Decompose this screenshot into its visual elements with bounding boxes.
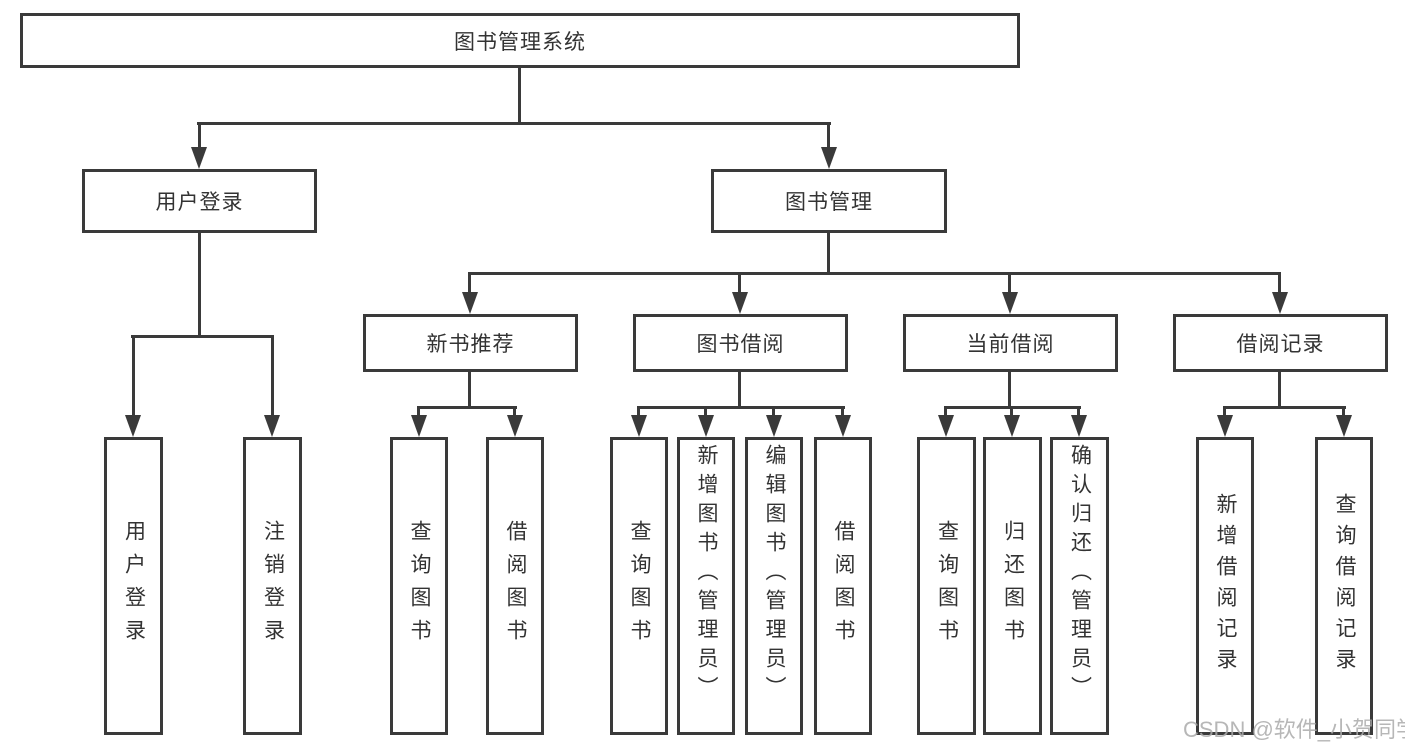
leaf-query-books-current: 查询图书 bbox=[917, 437, 976, 735]
connector-line bbox=[827, 233, 830, 274]
connector-line bbox=[468, 272, 1281, 275]
leaf-add-borrow-record: 新增借阅记录 bbox=[1196, 437, 1254, 735]
leaf-query-borrow-record: 查询借阅记录 bbox=[1315, 437, 1373, 735]
node-label: 借阅图书 bbox=[504, 520, 527, 652]
node-label: 图书借阅 bbox=[696, 333, 785, 356]
connector-line bbox=[468, 372, 471, 408]
connector-line bbox=[198, 233, 201, 335]
connector-line bbox=[1010, 406, 1013, 418]
node-book-borrowing: 图书借阅 bbox=[633, 314, 848, 372]
connector-line bbox=[131, 335, 274, 338]
connector-line bbox=[518, 68, 521, 122]
connector-line bbox=[1008, 372, 1011, 408]
leaf-add-book-admin: 新增图书（管理员） bbox=[677, 437, 735, 735]
connector-line bbox=[637, 406, 845, 409]
csdn-watermark: CSDN @软件_小贺同学 bbox=[1183, 717, 1405, 742]
connector-line bbox=[841, 406, 844, 418]
leaf-return-books: 归还图书 bbox=[983, 437, 1042, 735]
node-label: 图书管理 bbox=[785, 191, 873, 214]
arrow-down-icon bbox=[732, 292, 748, 314]
node-book-management: 图书管理 bbox=[711, 169, 947, 233]
connector-line bbox=[197, 122, 831, 125]
node-label: 当前借阅 bbox=[966, 333, 1055, 356]
arrow-down-icon bbox=[1004, 415, 1020, 437]
arrow-down-icon bbox=[191, 147, 207, 169]
arrow-down-icon bbox=[125, 415, 141, 437]
arrow-down-icon bbox=[1071, 415, 1087, 437]
node-borrowing-records: 借阅记录 bbox=[1173, 314, 1388, 372]
connector-line bbox=[1223, 406, 1346, 409]
leaf-edit-book-admin: 编辑图书（管理员） bbox=[745, 437, 803, 735]
node-label: 新增图书（管理员） bbox=[695, 444, 718, 705]
node-label: 注销登录 bbox=[261, 520, 285, 652]
leaf-borrow-books: 借阅图书 bbox=[486, 437, 544, 735]
node-label: 新书推荐 bbox=[426, 333, 515, 356]
arrow-down-icon bbox=[462, 292, 478, 314]
connector-line bbox=[827, 122, 830, 149]
arrow-down-icon bbox=[938, 415, 954, 437]
node-label: 用户登录 bbox=[155, 191, 244, 214]
arrow-down-icon bbox=[631, 415, 647, 437]
arrow-down-icon bbox=[698, 415, 714, 437]
connector-line bbox=[198, 122, 201, 149]
arrow-down-icon bbox=[821, 147, 837, 169]
connector-line bbox=[417, 406, 420, 418]
node-label: 查询图书 bbox=[628, 520, 651, 652]
connector-line bbox=[738, 372, 741, 408]
node-label: 归还图书 bbox=[1001, 520, 1025, 652]
node-label: 查询图书 bbox=[935, 520, 959, 652]
node-label: 用户登录 bbox=[122, 520, 146, 652]
connector-line bbox=[1278, 272, 1281, 294]
node-label: 编辑图书（管理员） bbox=[763, 444, 786, 705]
connector-line bbox=[1008, 272, 1011, 294]
connector-line bbox=[513, 406, 516, 418]
leaf-confirm-return-admin: 确认归还（管理员） bbox=[1050, 437, 1109, 735]
arrow-down-icon bbox=[766, 415, 782, 437]
node-library-management-system: 图书管理系统 bbox=[20, 13, 1020, 68]
connector-line bbox=[132, 335, 135, 417]
leaf-user-login: 用户登录 bbox=[104, 437, 163, 735]
connector-line bbox=[704, 406, 707, 418]
node-label: 查询图书 bbox=[408, 520, 431, 652]
leaf-logout: 注销登录 bbox=[243, 437, 302, 735]
arrow-down-icon bbox=[264, 415, 280, 437]
arrow-down-icon bbox=[1336, 415, 1352, 437]
node-current-borrowing: 当前借阅 bbox=[903, 314, 1118, 372]
arrow-down-icon bbox=[1217, 415, 1233, 437]
connector-line bbox=[271, 335, 274, 417]
connector-line bbox=[637, 406, 640, 418]
connector-line bbox=[1342, 406, 1345, 418]
leaf-query-books: 查询图书 bbox=[390, 437, 448, 735]
connector-line bbox=[772, 406, 775, 418]
connector-line bbox=[738, 272, 741, 294]
node-label: 新增借阅记录 bbox=[1214, 493, 1237, 679]
node-label: 查询借阅记录 bbox=[1333, 493, 1356, 679]
node-label: 确认归还（管理员） bbox=[1068, 444, 1092, 705]
connector-line bbox=[944, 406, 947, 418]
arrow-down-icon bbox=[1002, 292, 1018, 314]
connector-line bbox=[1223, 406, 1226, 418]
node-user-login: 用户登录 bbox=[82, 169, 317, 233]
leaf-query-books-borrow: 查询图书 bbox=[610, 437, 668, 735]
arrow-down-icon bbox=[1272, 292, 1288, 314]
arrow-down-icon bbox=[411, 415, 427, 437]
node-new-book-recommendation: 新书推荐 bbox=[363, 314, 578, 372]
connector-line bbox=[1278, 372, 1281, 408]
connector-line bbox=[417, 406, 517, 409]
connector-line bbox=[468, 272, 471, 294]
node-label: 借阅图书 bbox=[832, 520, 855, 652]
leaf-borrow-books-borrow: 借阅图书 bbox=[814, 437, 872, 735]
arrow-down-icon bbox=[835, 415, 851, 437]
node-label: 图书管理系统 bbox=[454, 30, 586, 54]
arrow-down-icon bbox=[507, 415, 523, 437]
node-label: 借阅记录 bbox=[1236, 333, 1325, 356]
connector-line bbox=[1077, 406, 1080, 418]
